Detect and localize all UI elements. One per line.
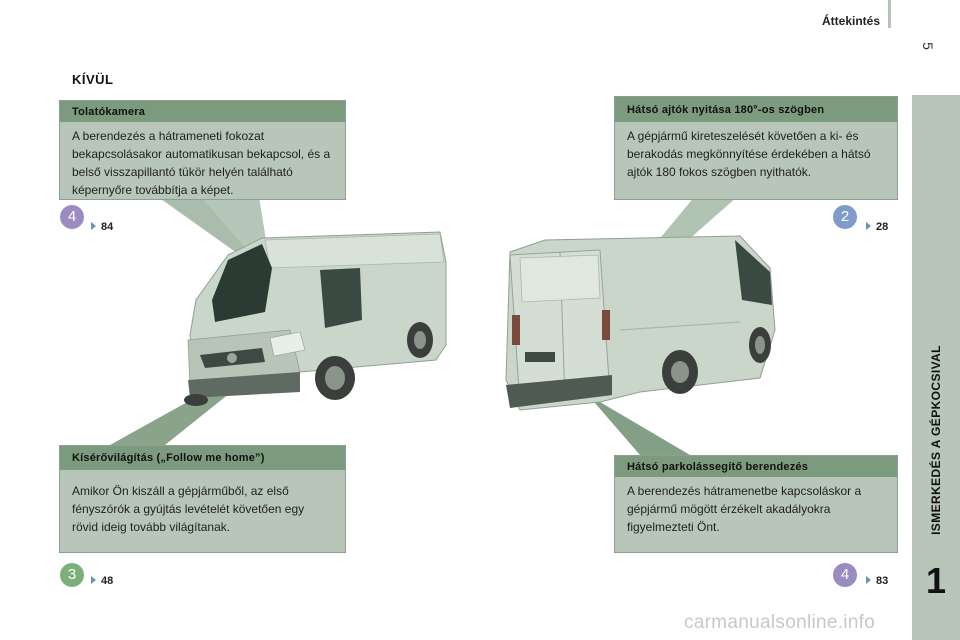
page-ref-number: 48 — [101, 575, 114, 587]
box-text: A berendezés hátramenetbe kapcsoláskor a… — [627, 484, 862, 534]
page-ref-parking[interactable]: 83 — [866, 575, 888, 587]
box-title: Hátsó parkolássegítő berendezés — [615, 456, 897, 477]
info-box-follow-me: Kísérővilágítás („Follow me home”) Amiko… — [59, 445, 346, 553]
info-box-camera: Tolatókamera A berendezés a hátrameneti … — [59, 100, 346, 200]
section-title: KÍVÜL — [72, 72, 114, 87]
arrow-right-icon — [866, 576, 871, 584]
front-van — [184, 231, 447, 406]
box-text: A berendezés a hátrameneti fokozat bekap… — [72, 129, 331, 197]
header-divider — [888, 0, 891, 28]
info-box-rear-doors: Hátsó ajtók nyitása 180°-os szögben A gé… — [614, 96, 898, 200]
box-text: A gépjármű kireteszelését követően a ki-… — [627, 129, 871, 179]
page-ref-follow-me[interactable]: 48 — [91, 575, 113, 587]
watermark: carmanualsonline.info — [684, 612, 876, 633]
info-box-parking: Hátsó parkolássegítő berendezés A berend… — [614, 455, 898, 553]
chapter-sidebar — [912, 95, 960, 640]
chapter-badge-rear-doors: 2 — [833, 205, 857, 229]
page-ref-number: 83 — [876, 575, 889, 587]
arrow-right-icon — [866, 222, 871, 230]
box-title: Tolatókamera — [60, 101, 345, 122]
page-ref-rear-doors[interactable]: 28 — [866, 221, 888, 233]
chapter-badge-parking: 4 — [833, 563, 857, 587]
box-title: Hátsó ajtók nyitása 180°-os szögben — [615, 97, 897, 122]
chapter-number: 1 — [925, 560, 947, 601]
page-ref-number: 28 — [876, 221, 889, 233]
chapter-badge-follow-me: 3 — [60, 563, 84, 587]
box-text: Amikor Ön kiszáll a gépjárműből, az első… — [72, 484, 305, 534]
arrow-right-icon — [91, 576, 96, 584]
page-ref-number: 84 — [101, 221, 114, 233]
box-title: Kísérővilágítás („Follow me home”) — [60, 446, 345, 470]
chapter-badge-camera: 4 — [60, 205, 84, 229]
rear-van — [505, 235, 776, 411]
page-ref-camera[interactable]: 84 — [91, 221, 113, 233]
arrow-right-icon — [91, 222, 96, 230]
pointer-parking — [588, 395, 690, 455]
header-title: Áttekintés — [821, 14, 880, 28]
